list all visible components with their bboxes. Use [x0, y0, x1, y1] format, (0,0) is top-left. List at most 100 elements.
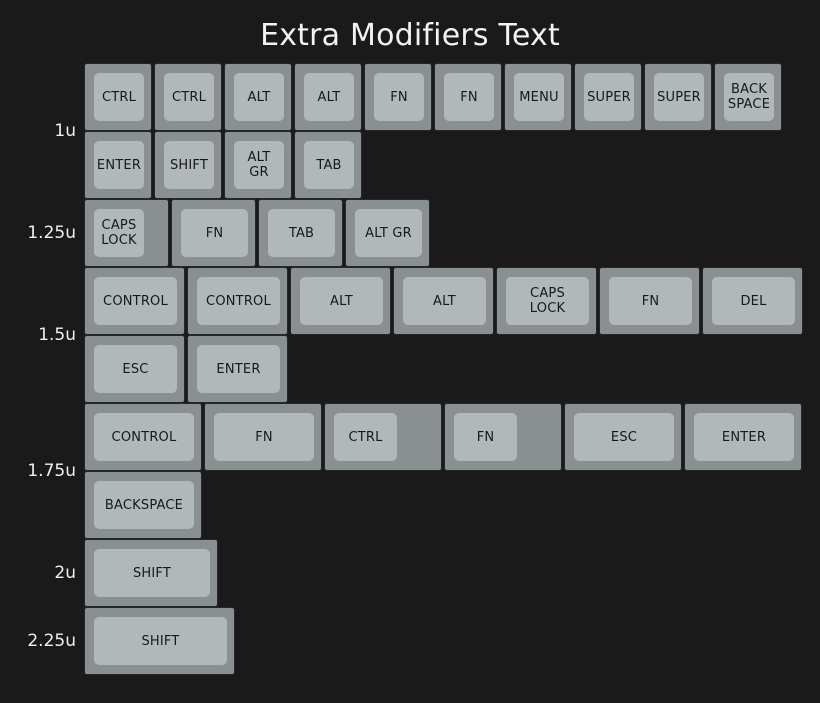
keycap-legend-text: SHIFT: [132, 565, 172, 581]
keycap[interactable]: BACK SPACE: [714, 63, 782, 131]
keycap[interactable]: SHIFT: [154, 131, 222, 199]
keycap-surface: ESC: [94, 345, 177, 393]
keycap-surface: FN: [181, 209, 248, 257]
key-sub-row: CONTROL FN CTRL FN ESC ENTER: [84, 403, 820, 471]
keycap-legend-text: ENTER: [721, 429, 767, 445]
keycap[interactable]: ENTER: [187, 335, 288, 403]
keycap[interactable]: ENTER: [684, 403, 802, 471]
keycap-legend-text: ALT GR: [247, 150, 271, 180]
keycap-surface: FN: [454, 413, 517, 461]
keycap[interactable]: SHIFT: [84, 607, 235, 675]
keycap[interactable]: CTRL: [324, 403, 442, 471]
keycap-surface: ALT: [300, 277, 383, 325]
key-sub-row: BACKSPACE: [84, 471, 820, 539]
keycap-legend-text: FN: [390, 89, 408, 105]
keycap[interactable]: FN: [204, 403, 322, 471]
keycap-legend-text: ENTER: [216, 361, 261, 377]
keycap[interactable]: DEL: [702, 267, 803, 335]
row-size-label: 1.75u: [27, 461, 76, 481]
keycap[interactable]: ESC: [564, 403, 682, 471]
keycap[interactable]: FN: [364, 63, 432, 131]
keycap[interactable]: ALT GR: [224, 131, 292, 199]
keycap-legend-text: CTRL: [171, 89, 207, 105]
keycap-surface: FN: [374, 73, 424, 121]
row-size-label: 1u: [54, 121, 76, 141]
keycap-legend-text: DEL: [740, 293, 767, 309]
keycap-surface: FN: [444, 73, 494, 121]
keycap[interactable]: ALT GR: [345, 199, 430, 267]
keycap[interactable]: SUPER: [574, 63, 642, 131]
keycap[interactable]: CONTROL: [84, 267, 185, 335]
keycap[interactable]: TAB: [294, 131, 362, 199]
keycap[interactable]: ALT: [393, 267, 494, 335]
keycap-surface: SHIFT: [94, 617, 227, 665]
keycap-legend-text: ENTER: [96, 157, 142, 173]
keycap-surface: FN: [214, 413, 314, 461]
keycap-surface: BACK SPACE: [724, 73, 774, 121]
key-sub-row: ENTER SHIFT ALT GR TAB: [84, 131, 820, 199]
keycap[interactable]: MENU: [504, 63, 572, 131]
keycap-legend-text: CAPS LOCK: [101, 218, 137, 248]
keycap[interactable]: ALT: [294, 63, 362, 131]
keycap-surface: DEL: [712, 277, 795, 325]
keycap-legend-text: TAB: [316, 157, 342, 173]
keycap[interactable]: CAPS LOCK: [84, 199, 169, 267]
keycap[interactable]: CONTROL: [84, 403, 202, 471]
keycap[interactable]: BACKSPACE: [84, 471, 202, 539]
keycap-legend-text: BACKSPACE: [104, 497, 184, 513]
keycap-legend-text: ALT: [433, 293, 456, 309]
keycap[interactable]: ENTER: [84, 131, 152, 199]
keycap[interactable]: FN: [171, 199, 256, 267]
keycap[interactable]: ALT: [224, 63, 292, 131]
keycap-legend-text: FN: [255, 429, 273, 445]
legend-row: 1.25u CAPS LOCK FN TAB ALT GR: [0, 199, 820, 267]
keycap-surface: MENU: [514, 73, 564, 121]
keycap[interactable]: FN: [434, 63, 502, 131]
keycap-surface: SUPER: [584, 73, 634, 121]
keycap-surface: CTRL: [94, 73, 144, 121]
keycap-surface: ENTER: [694, 413, 794, 461]
keycap[interactable]: CTRL: [154, 63, 222, 131]
keycap[interactable]: FN: [599, 267, 700, 335]
keycap-legend-text: ALT: [247, 89, 271, 105]
keycap-surface: CONTROL: [197, 277, 280, 325]
keycap[interactable]: TAB: [258, 199, 343, 267]
keycap-legend-text: ESC: [122, 361, 149, 377]
keycap[interactable]: ALT: [290, 267, 391, 335]
keycap-legend-text: ALT GR: [365, 225, 412, 241]
keycap-legend-text: CTRL: [348, 429, 383, 445]
key-sub-row: CAPS LOCK FN TAB ALT GR: [84, 199, 820, 267]
keycap-legend-text: FN: [205, 225, 224, 241]
keycap-surface: SHIFT: [164, 141, 214, 189]
key-sub-row: SHIFT: [84, 539, 820, 607]
key-sub-row: CONTROL CONTROL ALT ALT CAPS LOCK FN DEL: [84, 267, 820, 335]
keycap[interactable]: CTRL: [84, 63, 152, 131]
keycap-surface: ALT: [304, 73, 354, 121]
keycap-legend-text: CONTROL: [103, 293, 168, 309]
keycap-surface: ESC: [574, 413, 674, 461]
keycap[interactable]: CONTROL: [187, 267, 288, 335]
keycap-surface: ALT GR: [234, 141, 284, 189]
keycap-legend-text: CONTROL: [206, 293, 271, 309]
row-size-label: 1.25u: [27, 223, 76, 243]
key-sub-row: SHIFT: [84, 607, 820, 675]
keycap-legend-text: CONTROL: [111, 429, 177, 445]
legend-row: 1.75u CONTROL FN CTRL FN ESC ENTER BACKSPACE: [0, 403, 820, 539]
keycap-surface: TAB: [268, 209, 335, 257]
keycap-legend-text: FN: [460, 89, 478, 105]
keycap-legend-text: SHIFT: [169, 157, 209, 173]
keycap-legend-text: CAPS LOCK: [529, 286, 566, 316]
row-size-label: 2.25u: [27, 631, 76, 651]
keycap[interactable]: SUPER: [644, 63, 712, 131]
keycap[interactable]: SHIFT: [84, 539, 218, 607]
keycap-legend-text: SHIFT: [141, 633, 180, 649]
keycap-surface: SHIFT: [94, 549, 210, 597]
keycap[interactable]: ESC: [84, 335, 185, 403]
keycap[interactable]: FN: [444, 403, 562, 471]
keycap[interactable]: CAPS LOCK: [496, 267, 597, 335]
